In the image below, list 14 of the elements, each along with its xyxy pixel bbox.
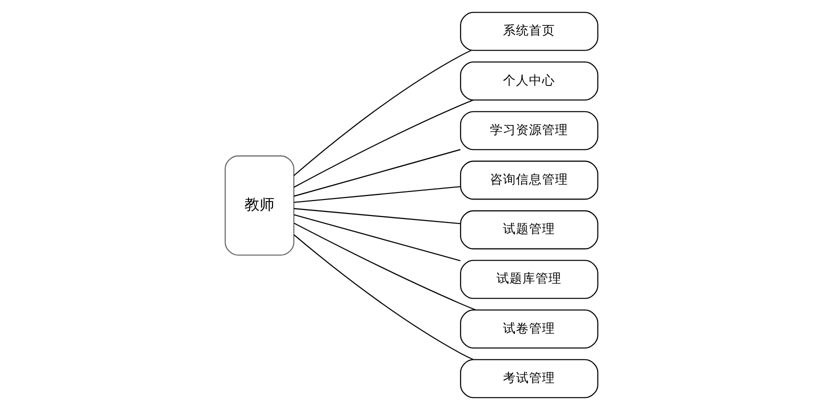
node-box: 系统首页 bbox=[460, 12, 598, 51]
node-box: 教师 bbox=[224, 155, 294, 256]
node-box: 试题管理 bbox=[460, 210, 598, 250]
connector bbox=[293, 186, 460, 203]
connector bbox=[293, 234, 474, 360]
node-box: 考试管理 bbox=[460, 359, 598, 398]
connector bbox=[293, 149, 460, 197]
node-box: 试卷管理 bbox=[460, 309, 598, 349]
node-box: 试题库管理 bbox=[460, 260, 598, 299]
node-box: 咨询信息管理 bbox=[460, 160, 598, 200]
connector bbox=[293, 214, 460, 262]
connector bbox=[293, 208, 460, 224]
node-box: 个人中心 bbox=[460, 61, 598, 101]
node-box: 学习资源管理 bbox=[460, 111, 598, 150]
